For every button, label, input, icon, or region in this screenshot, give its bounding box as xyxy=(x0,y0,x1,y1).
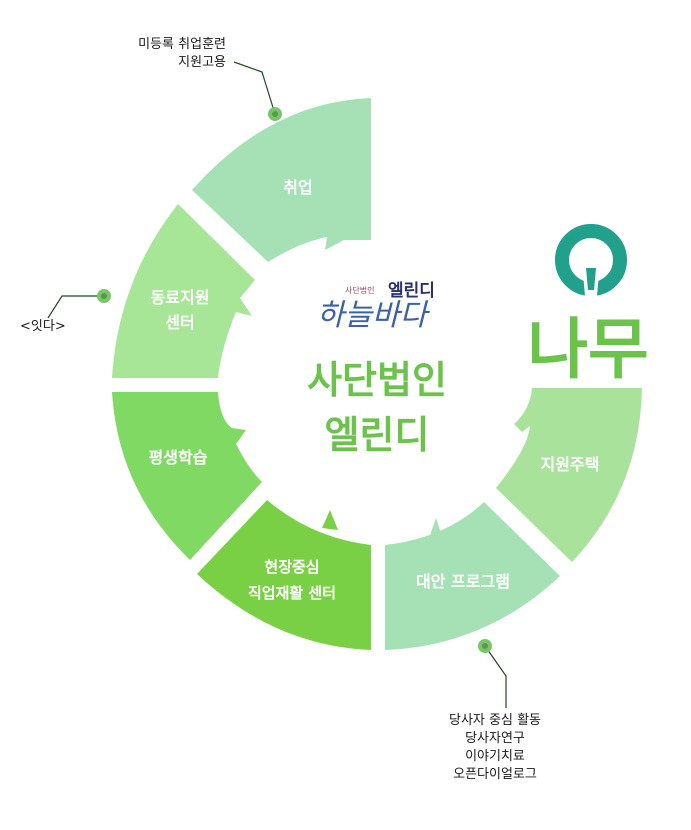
callout-left-text: <잇다> xyxy=(20,318,66,336)
logo-script: 하늘바다 xyxy=(317,298,431,333)
callout-left-leader xyxy=(47,295,104,319)
segment-vocational-rehab-label-2: 직업재활 센터 xyxy=(248,584,336,602)
callout-top-dot-core xyxy=(272,111,278,117)
callout-bottom-line-4: 오픈다이얼로그 xyxy=(453,767,537,782)
segment-supported-housing-shape xyxy=(496,388,642,562)
segment-alternative-program-arrow xyxy=(425,518,446,550)
segment-peer-support-shape xyxy=(112,204,255,378)
segment-lifelong-learning-shape xyxy=(112,392,262,560)
wheel: 취업 동료지원 센터 평생학습 현장중심 직업재활 센터 대안 프로그램 xyxy=(112,98,642,650)
callout-bottom-line-3: 이야기치료 xyxy=(465,749,525,764)
segment-supported-housing: 지원주택 xyxy=(496,388,642,562)
segment-alternative-program-shape xyxy=(385,502,560,650)
callout-bottom-line-2: 당사자연구 xyxy=(465,731,525,746)
center-logo: 사단법인 엘린디 하늘바다 사단법인 엘린디 xyxy=(307,281,447,457)
callout-top-line-1: 미등록 취업훈련 xyxy=(138,37,226,52)
segment-lifelong-learning: 평생학습 xyxy=(112,392,262,560)
callout-leaders xyxy=(47,61,507,708)
segment-alternative-program: 대안 프로그램 xyxy=(385,502,560,650)
callout-top-line-2: 지원고용 xyxy=(178,55,226,70)
segment-lifelong-learning-label: 평생학습 xyxy=(149,448,208,467)
center-title-line-2: 엘린디 xyxy=(325,413,430,457)
segment-peer-support-label-2: 센터 xyxy=(165,313,194,332)
partner-logo: 나무 xyxy=(527,224,649,388)
logo-small-name: 엘린디 xyxy=(388,281,435,301)
segment-employment: 취업 xyxy=(192,98,371,262)
segment-vocational-rehab: 현장중심 직업재활 센터 xyxy=(197,500,371,650)
callout-bottom-line-1: 당사자 중심 활동 xyxy=(449,713,541,728)
segment-alternative-program-label: 대안 프로그램 xyxy=(416,572,510,591)
segment-peer-support-label-1: 동료지원 xyxy=(151,288,210,307)
segment-peer-support: 동료지원 센터 xyxy=(112,204,255,378)
segment-vocational-rehab-arrow xyxy=(322,510,338,530)
segment-supported-housing-label: 지원주택 xyxy=(541,455,600,474)
callout-bottom-text: 당사자 중심 활동 당사자연구 이야기치료 오픈다이얼로그 xyxy=(415,712,575,784)
segment-employment-label: 취업 xyxy=(283,178,312,197)
callout-top-leader xyxy=(233,61,276,115)
callout-left-line-1: <잇다> xyxy=(20,319,66,334)
center-title-line-1: 사단법인 xyxy=(307,358,447,402)
callout-left-dot-core xyxy=(101,293,107,299)
callout-top-text: 미등록 취업훈련 지원고용 xyxy=(100,36,226,72)
logo-small-caption: 사단법인 xyxy=(345,285,374,295)
segment-employment-shape xyxy=(192,98,371,262)
partner-logo-stem-inner xyxy=(586,268,596,290)
callout-bottom-leader xyxy=(484,645,507,708)
partner-name: 나무 xyxy=(527,311,648,388)
segment-vocational-rehab-shape xyxy=(197,500,371,650)
callout-bottom-dot-core xyxy=(482,643,488,649)
segment-vocational-rehab-label-1: 현장중심 xyxy=(264,558,319,576)
